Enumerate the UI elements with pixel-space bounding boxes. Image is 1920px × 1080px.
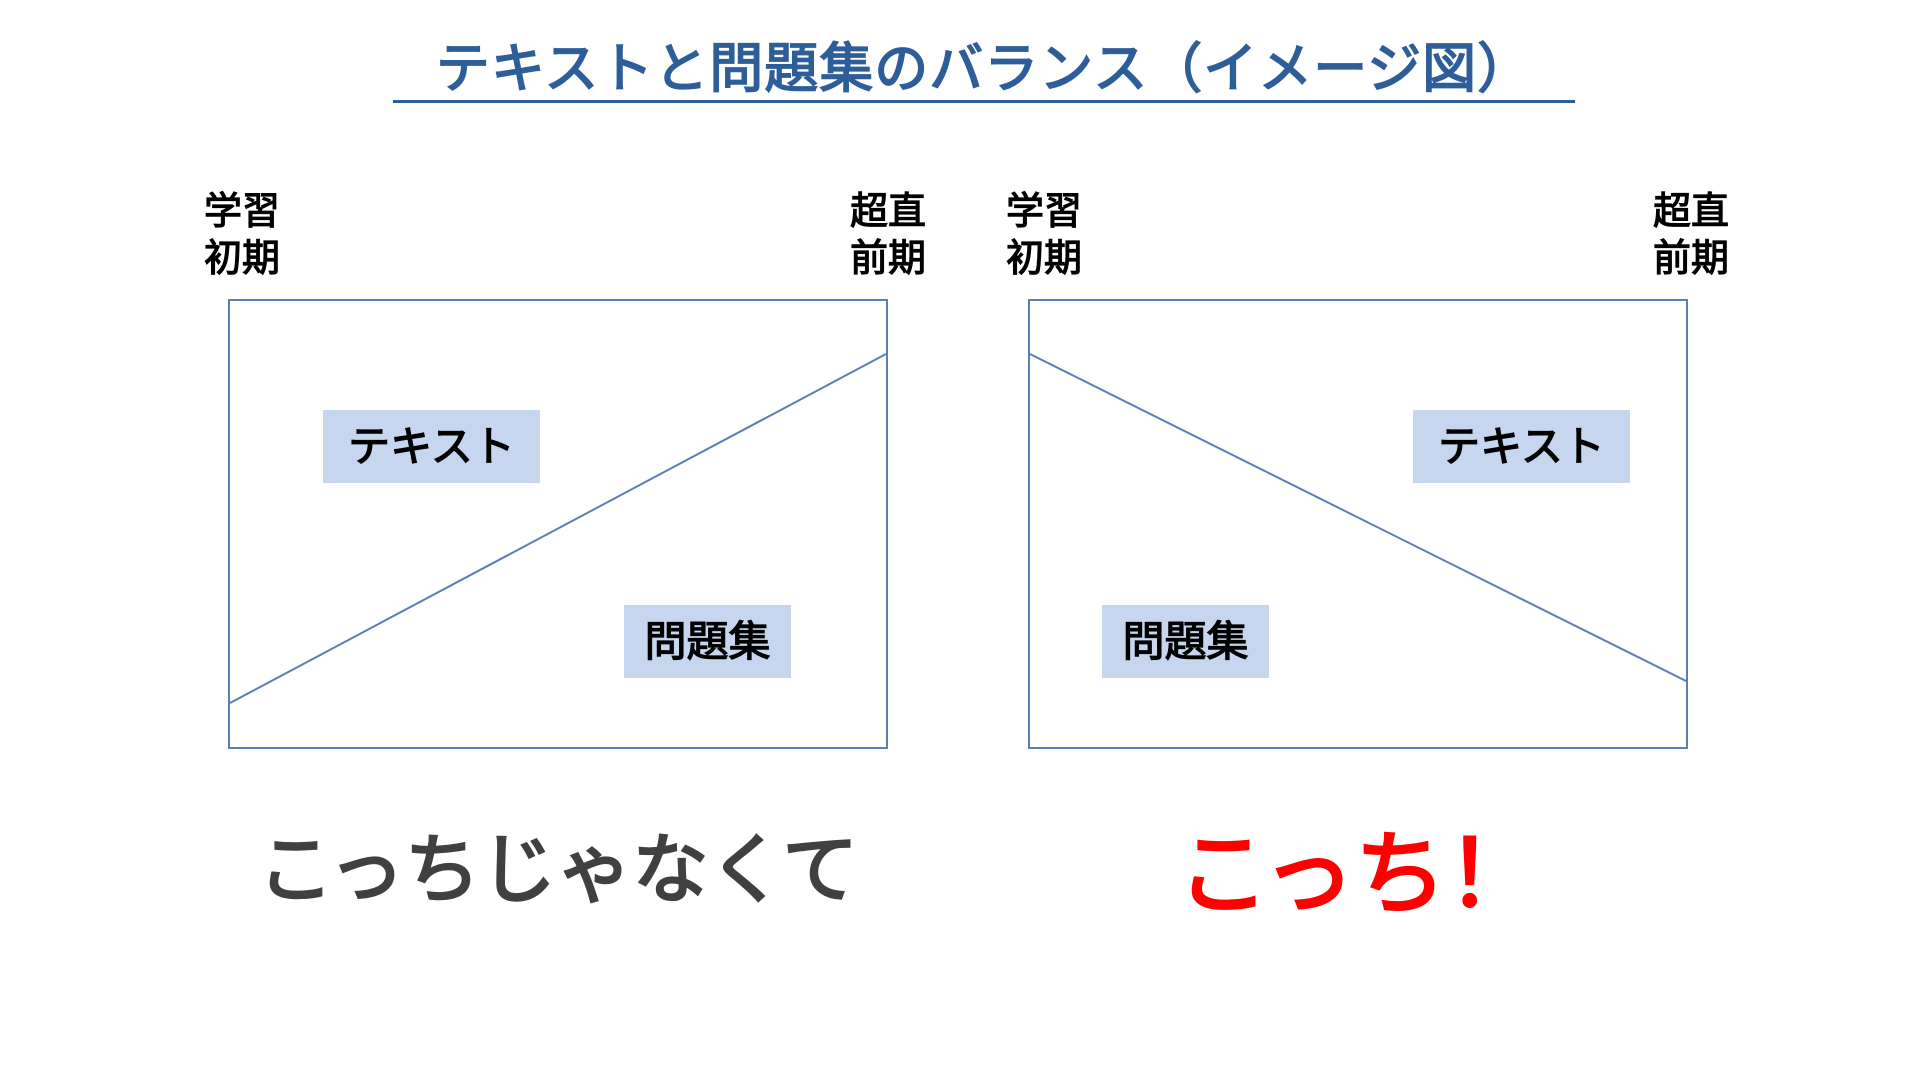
right-workbook-label: 問題集 <box>1102 605 1269 678</box>
left-text-label: テキスト <box>323 410 540 483</box>
title-underline <box>393 100 1575 103</box>
right-text-label: テキスト <box>1413 410 1630 483</box>
left-caption: こっちじゃなくて <box>257 825 859 914</box>
left-balance-panel <box>228 299 888 749</box>
right-start-label: 学習初期 <box>1005 189 1082 280</box>
right-caption: こっち！ <box>1177 821 1539 928</box>
right-end-label: 超直前期 <box>1652 189 1729 280</box>
left-end-label: 超直前期 <box>849 189 926 280</box>
right-divider-line <box>1030 353 1686 682</box>
left-workbook-label: 問題集 <box>624 605 791 678</box>
left-divider-line <box>230 353 886 704</box>
slide-title: テキストと問題集のバランス（イメージ図） <box>435 37 1533 100</box>
left-divider-svg <box>230 353 886 704</box>
right-divider-svg <box>1030 353 1686 682</box>
right-balance-panel <box>1028 299 1688 749</box>
left-start-label: 学習初期 <box>203 189 280 280</box>
